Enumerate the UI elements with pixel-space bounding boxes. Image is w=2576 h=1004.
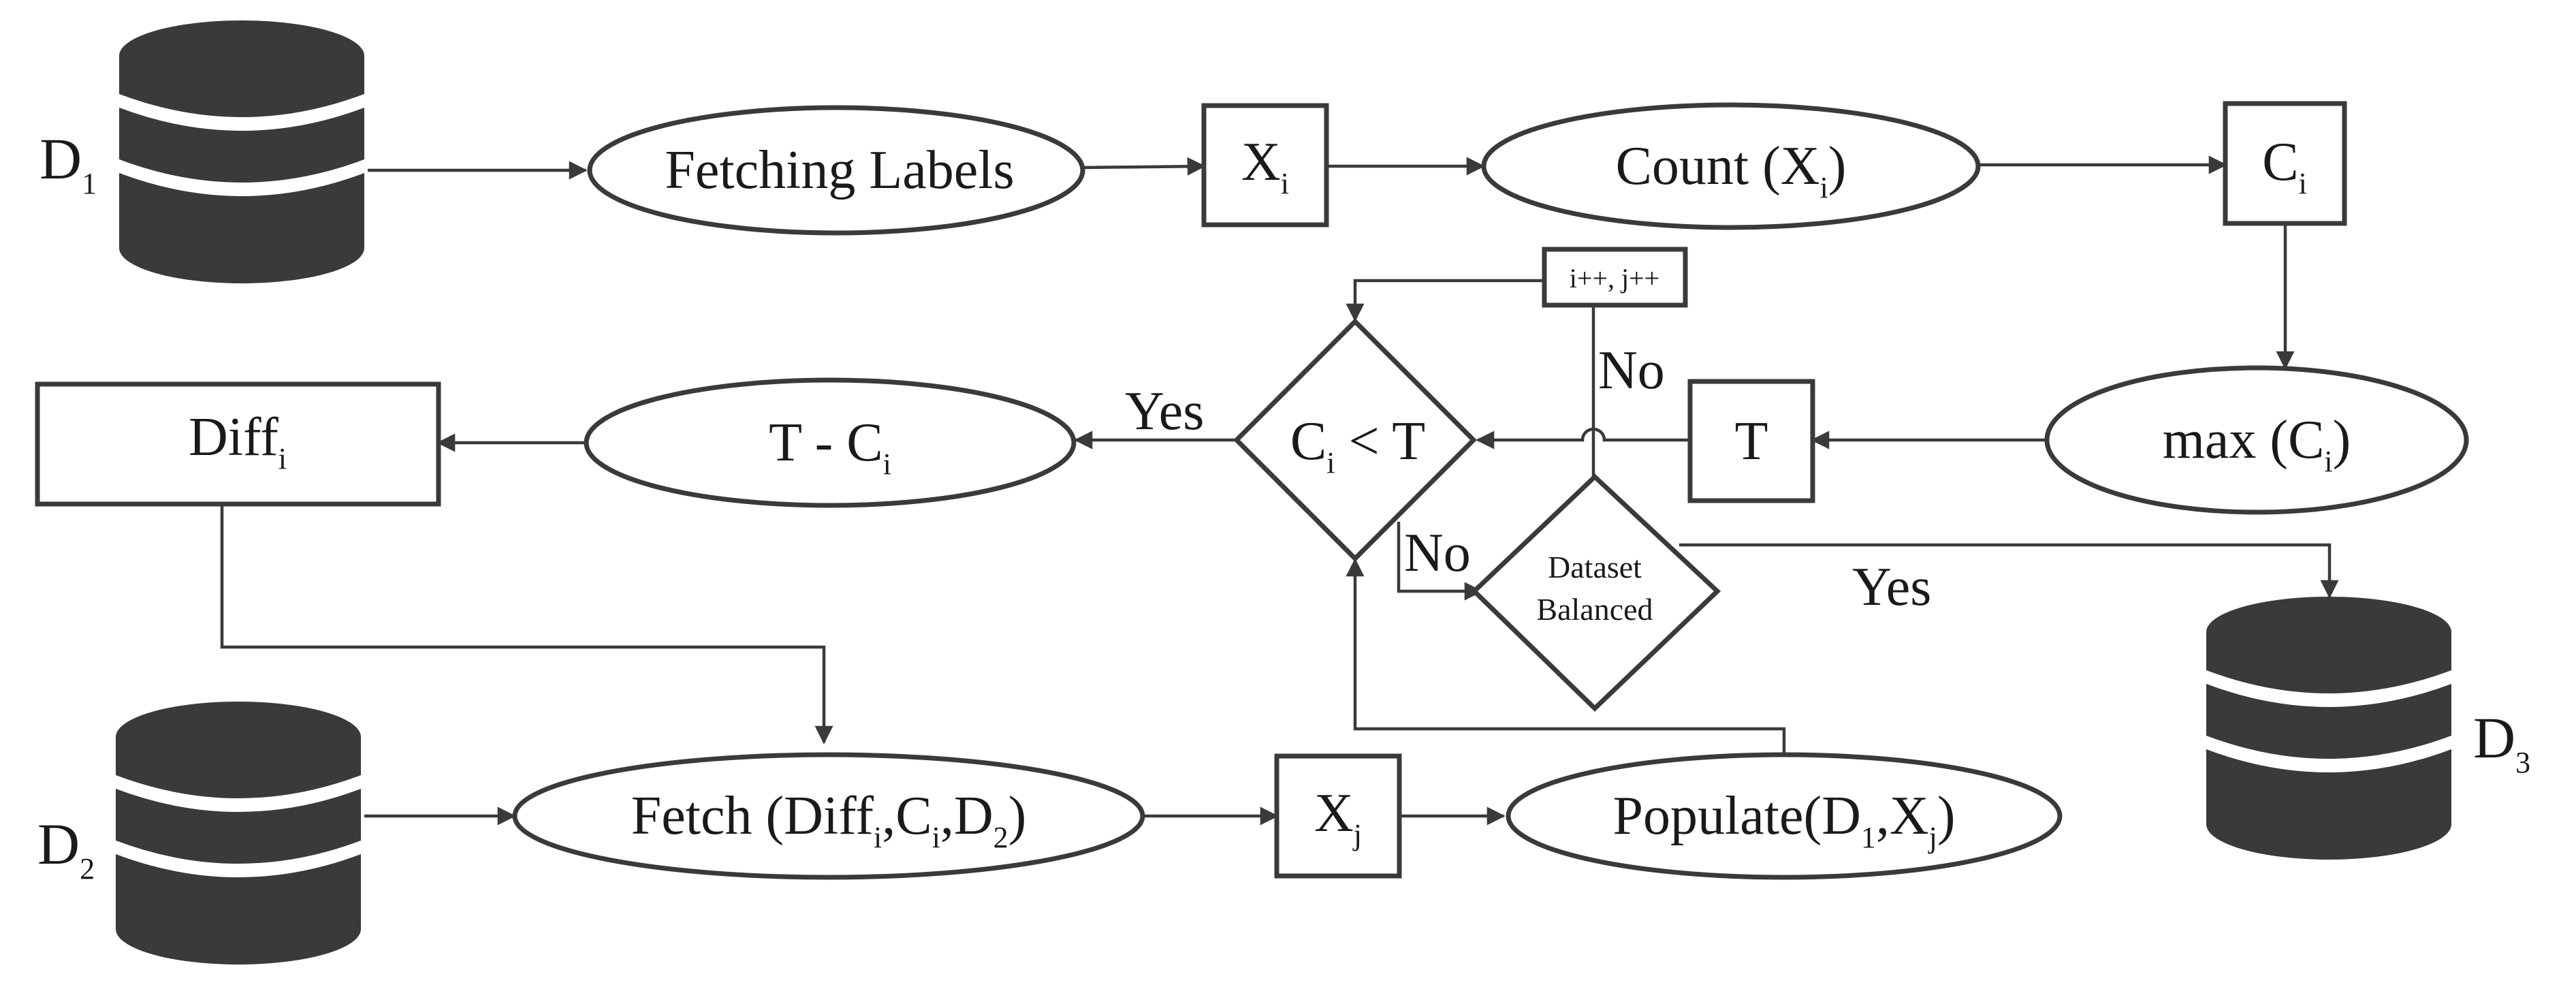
- node-fetch: Fetch (Diffi,Ci,D2): [512, 752, 1145, 880]
- node-decision-ci-lt-t: Ci < T: [1233, 318, 1477, 562]
- database-icon: [2206, 597, 2451, 860]
- xj-main: X: [1314, 783, 1354, 843]
- svg-text:Count (Xi): Count (Xi): [1616, 136, 1847, 204]
- fetch-s3: 2: [993, 821, 1008, 854]
- decision-pre: C: [1290, 411, 1326, 471]
- balanced-line2: Balanced: [1536, 592, 1653, 627]
- edge-label-yes-right: Yes: [1852, 557, 1931, 617]
- node-t-minus-ci: T - Ci: [584, 377, 1077, 508]
- fetch-p2: ,C: [882, 786, 932, 846]
- svg-text:Populate(D1,Xj): Populate(D1,Xj): [1612, 786, 1955, 854]
- balanced-line1: Dataset: [1548, 550, 1642, 584]
- node-t: T: [1687, 379, 1815, 503]
- database-icon: [119, 20, 364, 283]
- d1-sub: 1: [82, 167, 97, 200]
- connectors: [220, 155, 2339, 826]
- t-minus-ci-pre: T - C: [769, 413, 882, 473]
- fetch-p1: Fetch (Diff: [631, 786, 874, 846]
- edge-increment-to-decision: [1346, 279, 1544, 322]
- svg-text:D1: D1: [39, 126, 97, 200]
- edge-populate-to-decision: [1346, 558, 1786, 766]
- database-d1: D1: [39, 20, 364, 283]
- d3-name: D: [2473, 705, 2515, 770]
- xi-sub: i: [1281, 167, 1289, 200]
- increment-text: i++, j++: [1570, 263, 1659, 294]
- populate-p1: Populate(D: [1612, 786, 1860, 846]
- fetching-labels-text: Fetching Labels: [665, 140, 1014, 200]
- populate-p3: ): [1937, 786, 1956, 846]
- count-pre: Count (X: [1616, 136, 1820, 196]
- ci-sub: i: [2299, 167, 2307, 200]
- fetch-p3: ,D: [940, 786, 993, 846]
- diff-sub: i: [279, 442, 287, 475]
- node-count: Count (Xi): [1481, 102, 1981, 230]
- node-xi: Xi: [1201, 103, 1329, 228]
- fetch-s1: i: [874, 821, 882, 854]
- svg-text:D2: D2: [37, 811, 95, 885]
- edge-t-to-decision: [1476, 427, 1690, 450]
- edge-label-no-bottom: No: [1404, 523, 1471, 583]
- node-max: max (Ci): [2044, 365, 2469, 515]
- edge-label-no-top: No: [1598, 341, 1665, 401]
- populate-s1: 1: [1861, 821, 1876, 854]
- decision-post: < T: [1335, 411, 1426, 471]
- node-ci: Ci: [2223, 101, 2347, 226]
- svg-text:Xi: Xi: [1241, 132, 1289, 200]
- svg-text:Ci: Ci: [2262, 132, 2307, 200]
- fetch-s2: i: [932, 821, 940, 854]
- node-fetching-labels: Fetching Labels: [587, 105, 1085, 236]
- svg-text:Diffi: Diffi: [189, 407, 287, 475]
- node-dataset-balanced: Dataset Balanced: [1470, 473, 1721, 712]
- edge-decision-no-to-balanced: [1397, 522, 1483, 601]
- max-sub: i: [2324, 445, 2332, 478]
- count-sub: i: [1820, 171, 1828, 204]
- xi-main: X: [1241, 132, 1281, 192]
- diff-main: Diff: [189, 407, 279, 467]
- database-d2: D2: [37, 702, 361, 964]
- max-pre: max (C: [2163, 410, 2325, 470]
- node-diff: Diffi: [35, 381, 441, 507]
- svg-text:Xj: Xj: [1314, 783, 1362, 851]
- d2-sub: 2: [80, 852, 95, 885]
- populate-s2: j: [1928, 821, 1937, 854]
- svg-text:D3: D3: [2473, 705, 2530, 779]
- t-text: T: [1735, 411, 1768, 471]
- database-d3: D3: [2206, 597, 2530, 860]
- d3-sub: 3: [2515, 746, 2530, 779]
- edge-fetching-labels-to-xi: [1082, 157, 1206, 176]
- xj-sub: j: [1352, 818, 1362, 851]
- ci-main: C: [2262, 132, 2298, 192]
- edge-balanced-yes-to-d3: [1679, 543, 2339, 599]
- fetch-p4: ): [1008, 786, 1027, 846]
- populate-p2: ,X: [1876, 786, 1929, 846]
- count-post: ): [1828, 136, 1847, 196]
- svg-text:T - Ci: T - Ci: [769, 413, 891, 481]
- d2-name: D: [37, 811, 80, 877]
- node-increment: i++, j++: [1542, 247, 1688, 308]
- database-icon: [116, 702, 361, 964]
- svg-text:Fetch (Diffi,Ci,D2): Fetch (Diffi,Ci,D2): [631, 786, 1026, 854]
- svg-text:Ci < T: Ci < T: [1290, 411, 1425, 480]
- t-minus-ci-sub: i: [883, 448, 891, 481]
- d1-name: D: [39, 126, 82, 191]
- edge-diff-to-fetch: [220, 504, 833, 744]
- edge-label-yes-left: Yes: [1125, 381, 1204, 441]
- node-populate: Populate(D1,Xj): [1506, 752, 2063, 880]
- svg-text:max (Ci): max (Ci): [2163, 410, 2351, 478]
- node-xj: Xj: [1274, 753, 1402, 879]
- max-post: ): [2333, 410, 2351, 470]
- decision-sub: i: [1326, 446, 1335, 480]
